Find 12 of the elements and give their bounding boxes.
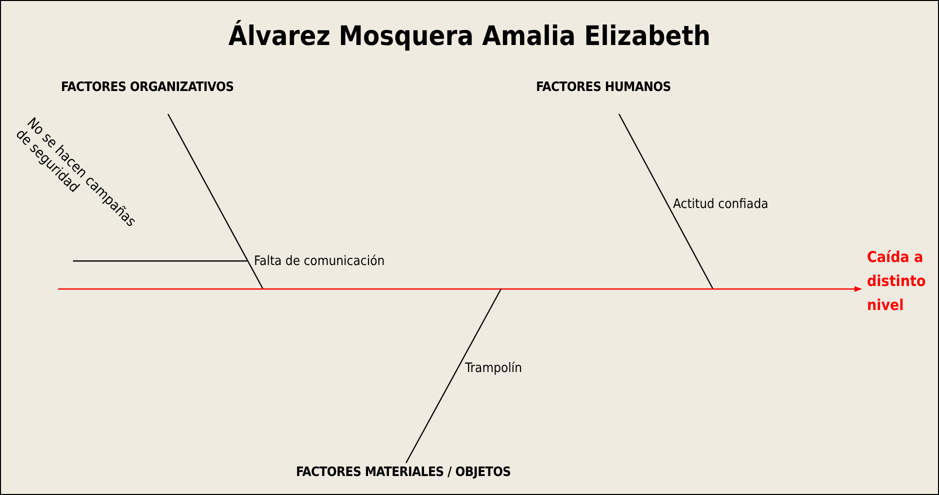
cause-label: Falta de comunicación [254,254,385,269]
category-label: FACTORES MATERIALES / OBJETOS [296,465,511,480]
cause-label: Actitud confiada [673,197,768,212]
category-label: FACTORES ORGANIZATIVOS [61,80,234,95]
bone-line [405,288,502,464]
bone-line [167,114,264,290]
effect-label: Caída a distinto nivel [867,245,927,317]
category-label: FACTORES HUMANOS [536,80,671,95]
diagram-title: Álvarez Mosquera Amalia Elizabeth [227,21,712,52]
spine-arrow [58,286,862,292]
cause-label: Trampolín [465,361,522,376]
bone-line [618,114,714,290]
